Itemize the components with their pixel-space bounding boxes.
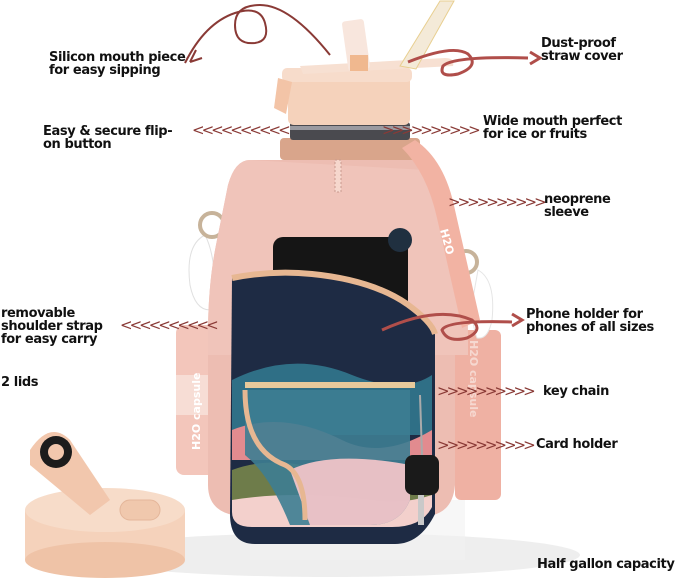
callout-phone-holder: Phone holder for phones of all sizes xyxy=(526,308,654,334)
callout-mouthpiece: Silicon mouth piece for easy sipping xyxy=(49,50,186,78)
callout-sleeve: neoprene sleeve xyxy=(544,192,611,220)
spare-lid xyxy=(25,432,185,578)
callout-straw-cover: Dust-proof straw cover xyxy=(541,37,623,63)
callout-mouthpiece-line1: Silicon mouth piece xyxy=(49,50,186,65)
callout-key-chain-text: key chain xyxy=(543,384,609,399)
callout-flip-button-line1: Easy & secure flip- xyxy=(43,124,173,139)
callout-sleeve-line1: neoprene xyxy=(544,192,611,207)
callout-phone-holder-line2: phones of all sizes xyxy=(526,320,654,335)
arrow-straw-cover xyxy=(407,48,529,77)
callout-phone-holder-line1: Phone holder for xyxy=(526,307,643,322)
chevron-wide-mouth: >>>>>>>>>> xyxy=(382,121,481,139)
callout-capacity-text: Half gallon capacity xyxy=(537,557,675,572)
callout-capacity: Half gallon capacity xyxy=(537,557,675,572)
chevron-flip-button: <<<<<<<<<< xyxy=(192,121,291,139)
callout-straw-cover-line1: Dust-proof xyxy=(541,36,616,51)
svg-text:H2O capsule: H2O capsule xyxy=(467,340,480,417)
callout-card-holder: Card holder xyxy=(536,437,618,452)
callout-shoulder-strap: removable shoulder strap for easy carry xyxy=(1,307,103,346)
callout-shoulder-strap-line1: removable xyxy=(1,306,75,321)
callout-mouthpiece-line2: for easy sipping xyxy=(49,63,161,78)
chevron-sleeve: >>>>>>>>>> xyxy=(448,193,547,211)
callout-wide-mouth: Wide mouth perfect for ice or fruits xyxy=(483,115,622,141)
callout-key-chain: key chain xyxy=(543,385,609,398)
callout-shoulder-strap-line3: for easy carry xyxy=(1,332,98,347)
callout-wide-mouth-line2: for ice or fruits xyxy=(483,127,587,142)
svg-text:H2O capsule: H2O capsule xyxy=(190,373,203,450)
callout-flip-button: Easy & secure flip- on button xyxy=(43,124,173,152)
chevron-shoulder-strap: <<<<<<<<<< xyxy=(120,316,219,334)
callout-shoulder-strap-line2: shoulder strap xyxy=(1,319,103,334)
callout-straw-cover-line2: straw cover xyxy=(541,49,623,64)
callout-flip-button-line2: on button xyxy=(43,137,112,152)
callout-sleeve-line2: sleeve xyxy=(544,205,589,220)
chevron-card-holder: >>>>>>>>>> xyxy=(437,436,536,454)
shoulder-strap-right: H2O capsule xyxy=(455,330,501,500)
callout-wide-mouth-line1: Wide mouth perfect xyxy=(483,114,622,129)
callout-lids: 2 lids xyxy=(1,375,39,390)
callout-lids-text: 2 lids xyxy=(1,375,39,390)
phone-pocket xyxy=(230,269,438,544)
arrow-mouthpiece xyxy=(184,3,331,64)
key-chain-keys xyxy=(405,394,439,525)
chevron-key-chain: >>>>>>>>>> xyxy=(437,382,536,400)
callout-card-holder-text: Card holder xyxy=(536,437,618,452)
arrow-phone-holder xyxy=(381,312,513,341)
